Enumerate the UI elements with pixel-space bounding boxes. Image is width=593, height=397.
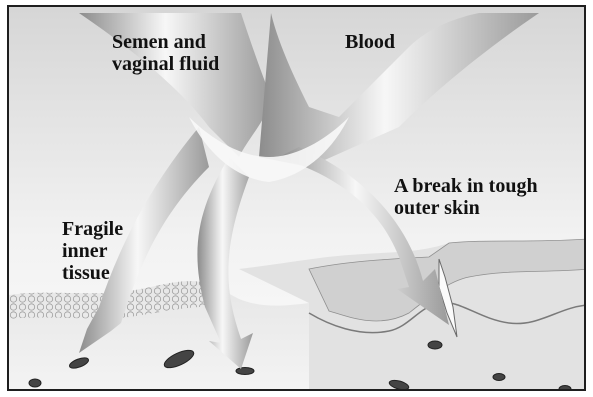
blood-cell [29,379,41,387]
label-semen-vaginal-fluid: Semen and vaginal fluid [112,31,219,75]
label-fragile-inner-tissue: Fragile inner tissue [62,218,123,284]
blood-cell [428,341,442,349]
label-break-in-skin: A break in tough outer skin [394,175,538,219]
blood-cell [493,374,505,381]
illustration-frame: Semen and vaginal fluid Blood A break in… [7,5,586,391]
blood-cell [559,386,571,392]
blood-cell [236,368,254,375]
label-blood: Blood [345,31,395,53]
